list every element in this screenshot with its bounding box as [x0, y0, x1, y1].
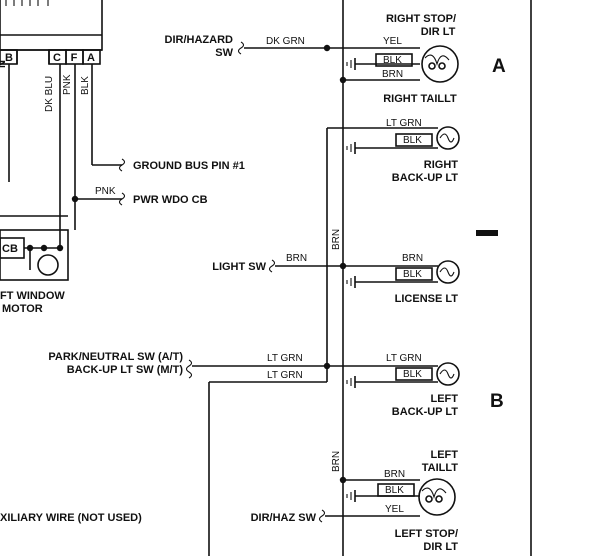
ground-symbol [346, 490, 356, 502]
section-b: B [490, 391, 504, 412]
right-backup-bulb-icon [436, 126, 460, 150]
right-backup-label-1: RIGHT [424, 159, 459, 171]
section-a: A [492, 56, 506, 77]
left-stop-bulb-icon [418, 478, 456, 516]
dir-hazard-label-1: DIR/HAZARD [165, 34, 233, 46]
cb-label: CB [2, 243, 18, 255]
pin-b: B [5, 52, 13, 64]
wire-brn-vertical-1: BRN [331, 229, 342, 250]
wire-lt-grn-park-2: LT GRN [267, 370, 303, 381]
wire-blk-vertical: BLK [80, 76, 91, 95]
pin-f: F [71, 52, 78, 64]
right-backup-label-2: BACK-UP LT [392, 172, 458, 184]
pin-a: A [87, 52, 95, 64]
wire-yel-right: YEL [383, 36, 402, 47]
wire-lt-grn-right-backup: LT GRN [386, 118, 422, 129]
ground-symbol [346, 376, 356, 388]
wire-label-partial: N [0, 60, 8, 68]
left-backup-label-2: BACK-UP LT [392, 406, 458, 418]
park-neutral-label-2: BACK-UP LT SW (M/T) [67, 364, 184, 376]
wire-brn-light-sw: BRN [286, 253, 307, 264]
window-motor-label-1: FT WINDOW [0, 290, 65, 302]
license-lt-label: LICENSE LT [395, 293, 459, 305]
window-motor: CB [0, 215, 69, 281]
right-stop-bulb-icon [421, 45, 459, 83]
dir-hazard-label-2: SW [215, 47, 233, 59]
license-bulb-icon [436, 260, 460, 284]
wire-blk-right-stop: BLK [383, 55, 402, 66]
right-stop-label-2: DIR LT [421, 26, 456, 38]
wire-yel-left: YEL [385, 504, 404, 515]
dir-haz-sw-label: DIR/HAZ SW [251, 512, 317, 524]
wire-brn-left-tail: BRN [384, 469, 405, 480]
ground-symbol [346, 58, 356, 70]
wire-lt-grn-left-backup: LT GRN [386, 353, 422, 364]
right-taillt-label: RIGHT TAILLT [383, 93, 457, 105]
right-stop-label-1: RIGHT STOP/ [386, 13, 456, 25]
pwr-wdo-connector [118, 192, 126, 206]
wire-blk-left-backup: BLK [403, 369, 422, 380]
section-marker [476, 230, 498, 236]
auxiliary-wire-label: XILIARY WIRE (NOT USED) [0, 512, 142, 524]
park-neutral-label-1: PARK/NEUTRAL SW (A/T) [48, 351, 183, 363]
left-taillt-label-1: LEFT [431, 449, 459, 461]
wire-blk-license: BLK [403, 269, 422, 280]
wire-brn-vertical-2: BRN [331, 451, 342, 472]
left-stop-label-1: LEFT STOP/ [395, 528, 458, 540]
dir-hazard-connector [237, 41, 245, 55]
window-motor-label-2: MOTOR [2, 303, 43, 315]
wire-pnk-label: PNK [95, 186, 116, 197]
ground-bus-label: GROUND BUS PIN #1 [133, 160, 245, 172]
left-backup-label-1: LEFT [431, 393, 459, 405]
pin-c: C [53, 52, 61, 64]
wire-pnk-vertical: PNK [62, 74, 73, 95]
light-sw-connector [268, 259, 276, 273]
connector-block: B C F A [0, 0, 103, 65]
wire-dk-grn: DK GRN [266, 36, 305, 47]
wire-blk-left-stop: BLK [385, 485, 404, 496]
wire-brn-license: BRN [402, 253, 423, 264]
dir-haz-connector [318, 509, 326, 523]
ground-symbol [346, 142, 356, 154]
wire-lt-grn-park-1: LT GRN [267, 353, 303, 364]
park-neutral-connector [185, 359, 193, 379]
wire-blk-right-backup: BLK [403, 135, 422, 146]
wire-dk-blu: DK BLU [44, 76, 55, 112]
wire-brn-right-stop: BRN [382, 69, 403, 80]
left-backup-bulb-icon [436, 362, 460, 386]
left-taillt-label-2: TAILLT [422, 462, 459, 474]
light-sw-label: LIGHT SW [212, 261, 266, 273]
left-stop-label-2: DIR LT [423, 541, 458, 553]
ground-bus-connector [118, 158, 126, 172]
ground-symbol [346, 276, 356, 288]
pwr-wdo-cb-label: PWR WDO CB [133, 194, 208, 206]
